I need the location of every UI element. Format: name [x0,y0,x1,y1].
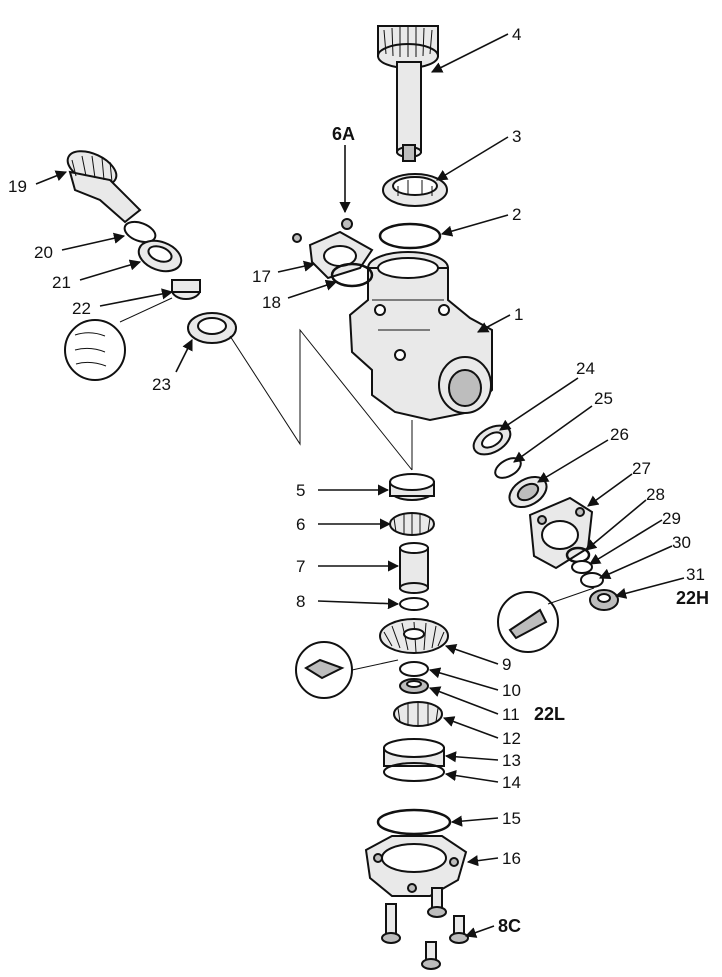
detail-circle-left [64,319,126,381]
label-part-26: 26 [610,425,629,444]
part-21-bearing [137,239,183,273]
part-17-cover [292,218,374,280]
part-10-washer [399,661,429,677]
part-5-race [389,473,435,501]
part-27-bearing-housing [528,496,594,570]
label-part-20: 20 [34,243,53,262]
label-part-17: 17 [252,267,271,286]
label-part-8: 8 [296,592,305,611]
part-13-race [383,738,445,767]
label-part-12: 12 [502,729,521,748]
label-part-31: 31 [686,565,705,584]
part-15-o-ring [376,808,452,836]
part-6-bearing [389,512,435,536]
label-part-6a: 6A [332,124,355,144]
label-part-1: 1 [514,305,523,324]
label-part-19: 19 [8,177,27,196]
part-16-bearing-cap [364,835,468,897]
part-7-spacer [399,542,429,594]
label-part-21: 21 [52,273,71,292]
label-part-11: 11 [502,705,520,724]
label-part-22l: 22L [534,704,565,724]
part-8-washer [399,597,429,611]
label-part-28: 28 [646,485,665,504]
part-labels: 4 3 2 1 6A 17 18 19 20 21 22 23 24 25 26… [8,25,709,936]
label-part-9: 9 [502,655,511,674]
part-26-bearing [508,475,548,509]
detail-circle-right [497,591,559,653]
part-29-washer [571,560,593,574]
part-23-race [187,312,237,344]
part-9-bevel-gear [379,618,449,654]
part-1-housing [348,251,493,422]
label-part-6: 6 [296,515,305,534]
label-part-10: 10 [502,681,521,700]
label-part-29: 29 [662,509,681,528]
part-31-nut [589,589,619,611]
part-30-washer [580,572,604,588]
part-24-race [472,424,512,456]
part-18-o-ring [330,262,374,288]
label-part-22: 22 [72,299,91,318]
assembly-guide-lines [229,328,413,471]
label-part-16: 16 [502,849,521,868]
detail-circle-lower [295,641,353,699]
label-part-8c: 8C [498,916,521,936]
bolts-8c [381,887,469,970]
label-part-27: 27 [632,459,651,478]
part-20-washer [123,220,157,244]
label-part-13: 13 [502,751,521,770]
label-part-18: 18 [262,293,281,312]
part-12-bearing [393,701,443,727]
label-part-25: 25 [594,389,613,408]
label-part-23: 23 [152,375,171,394]
label-part-2: 2 [512,205,521,224]
label-part-30: 30 [672,533,691,552]
part-4-drive-shaft [377,25,439,162]
part-2-o-ring [378,222,442,250]
part-3-bearing [382,173,448,207]
label-part-7: 7 [296,557,305,576]
label-part-5: 5 [296,481,305,500]
label-part-14: 14 [502,773,521,792]
leader-lines [35,33,685,938]
label-part-15: 15 [502,809,521,828]
label-part-3: 3 [512,127,521,146]
part-14-shim [383,762,445,782]
part-19-pinion-shaft [66,150,142,224]
label-part-4: 4 [512,25,521,44]
part-11-nut [399,678,429,694]
label-part-24: 24 [576,359,595,378]
label-part-22h: 22H [676,588,709,608]
part-22-bushing [171,279,201,300]
